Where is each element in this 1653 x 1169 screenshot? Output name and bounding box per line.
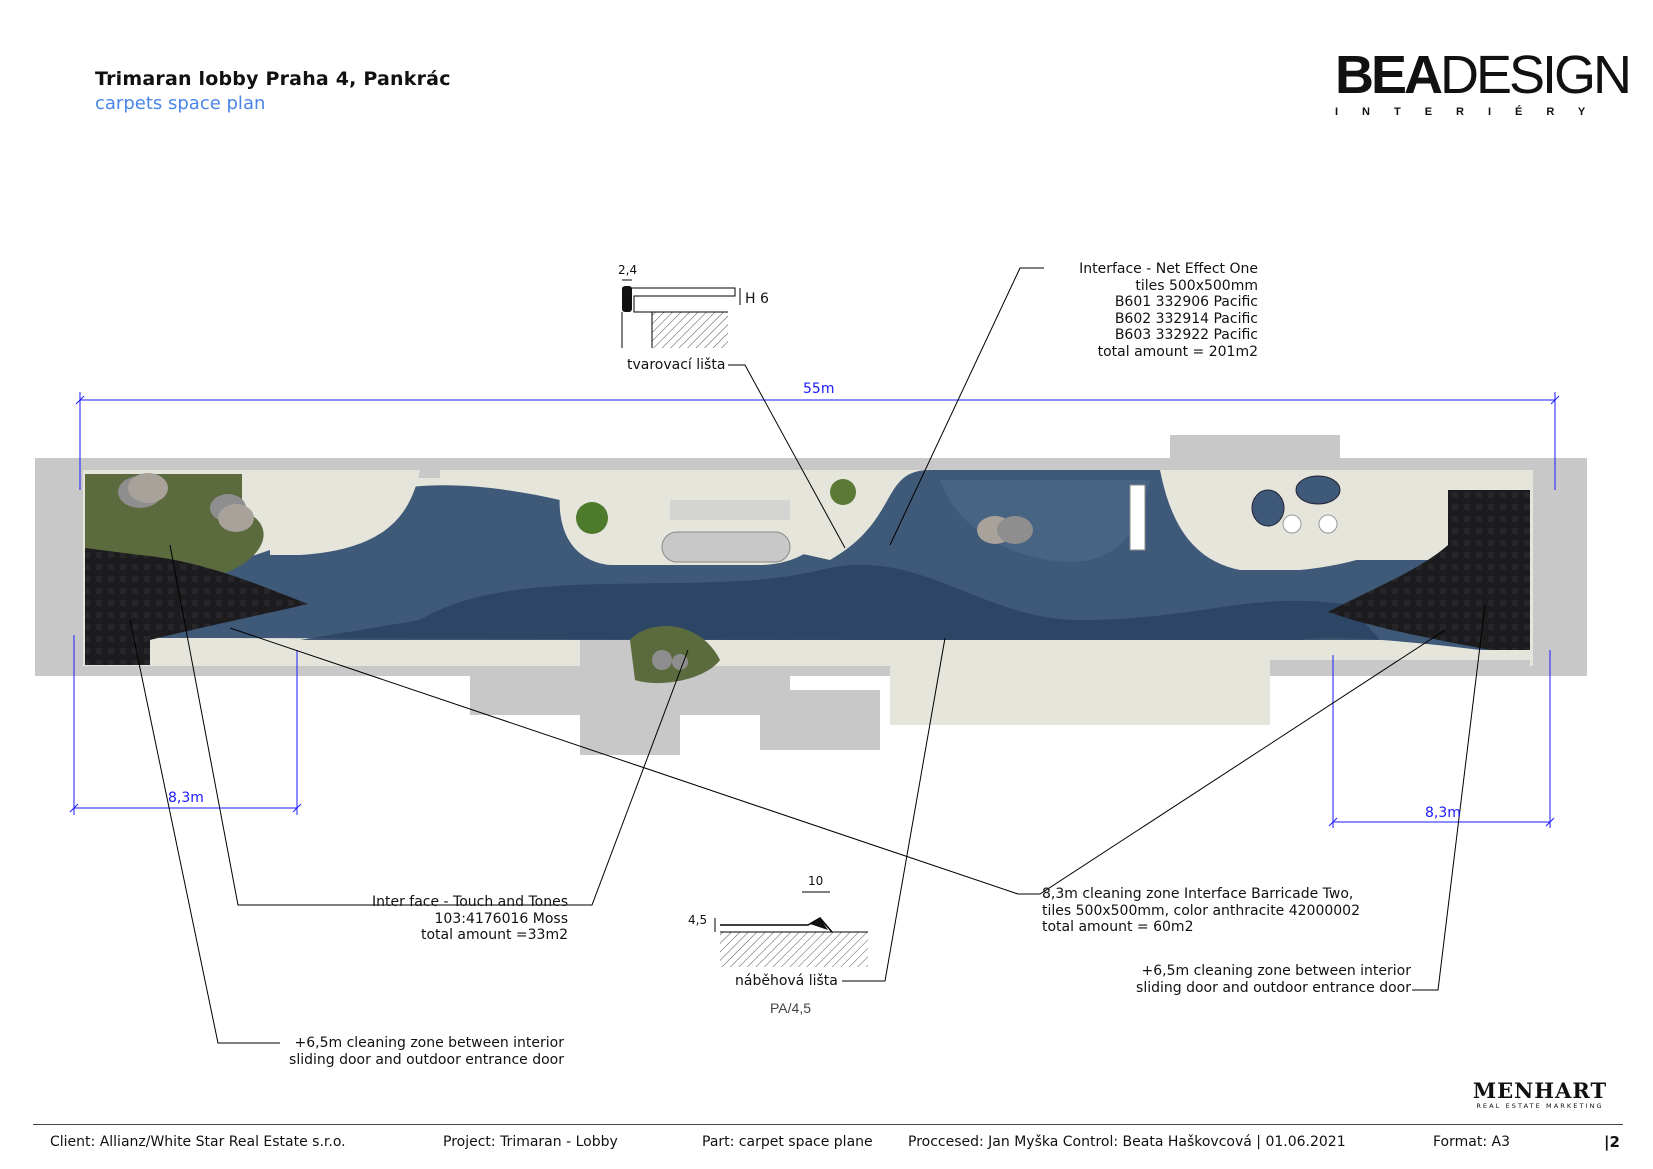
drawing-title: Trimaran lobby Praha 4, Pankrác <box>95 68 451 90</box>
profile-detail-bottom <box>714 891 868 967</box>
footer-project: Project: Trimaran - Lobby <box>443 1134 618 1150</box>
footer-processed: Proccesed: Jan Myška Control: Beata Hašk… <box>908 1134 1346 1150</box>
net-effect-carpet <box>90 470 1530 650</box>
dimension-8-3m-right <box>1328 650 1555 828</box>
drawing-subtitle: carpets space plan <box>95 93 266 114</box>
dimension-55m <box>75 392 1560 490</box>
label-barricade-two: 8,3m cleaning zone Interface Barricade T… <box>1042 886 1361 935</box>
footer-format: Format: A3 <box>1433 1134 1510 1150</box>
profile-height-label: H 6 <box>745 291 769 307</box>
menhart-sub: REAL ESTATE MARKETING <box>1476 1102 1604 1110</box>
footer-divider <box>33 1124 1623 1125</box>
footer-part: Part: carpet space plane <box>702 1134 873 1150</box>
label-tvarovaci-lista: tvarovací lišta <box>627 357 726 373</box>
label-profile-code: PA/4,5 <box>770 1000 811 1016</box>
logo-tagline: INTERIÉRY <box>1335 106 1610 118</box>
dimension-label-8-3m-left: 8,3m <box>168 790 204 806</box>
logo-bold-text: BEA <box>1335 45 1443 105</box>
profile-bottom-height-label: 4,5 <box>688 913 708 927</box>
dimension-8-3m-left <box>69 635 302 815</box>
menhart-name: MENHART <box>1472 1078 1608 1103</box>
footer-page-number: |2 <box>1604 1133 1620 1151</box>
beadesign-logo: BEADESIGN INTERIÉRY <box>1335 45 1632 123</box>
profile-width-label: 2,4 <box>618 263 638 277</box>
barricade-zone-right <box>1328 490 1530 650</box>
barricade-zone-left <box>85 548 308 665</box>
label-net-effect-one: Interface - Net Effect One tiles 500x500… <box>1079 261 1258 360</box>
moss-carpet-bottom <box>630 626 720 684</box>
plant-icon <box>830 479 856 505</box>
profile-bottom-width-label: 10 <box>808 874 824 888</box>
dimension-label-8-3m-right: 8,3m <box>1425 805 1461 821</box>
plant-icon <box>576 502 608 534</box>
profile-detail-top <box>621 279 741 348</box>
label-touch-and-tones: Inter face - Touch and Tones 103:4176016… <box>371 894 568 943</box>
footer-client: Client: Allianz/White Star Real Estate s… <box>50 1134 346 1150</box>
dimension-label-55m: 55m <box>803 381 835 397</box>
label-cleaning-zone-left: +6,5m cleaning zone between interior sli… <box>289 1035 564 1068</box>
logo-light-text: DESIGN <box>1440 45 1632 105</box>
label-nabehova-lista: náběhová lišta <box>735 973 838 989</box>
menhart-logo: MENHART REAL ESTATE MARKETING <box>1470 1078 1610 1110</box>
leader-lines <box>129 267 1486 1044</box>
label-cleaning-zone-right: +6,5m cleaning zone between interior sli… <box>1136 963 1411 996</box>
